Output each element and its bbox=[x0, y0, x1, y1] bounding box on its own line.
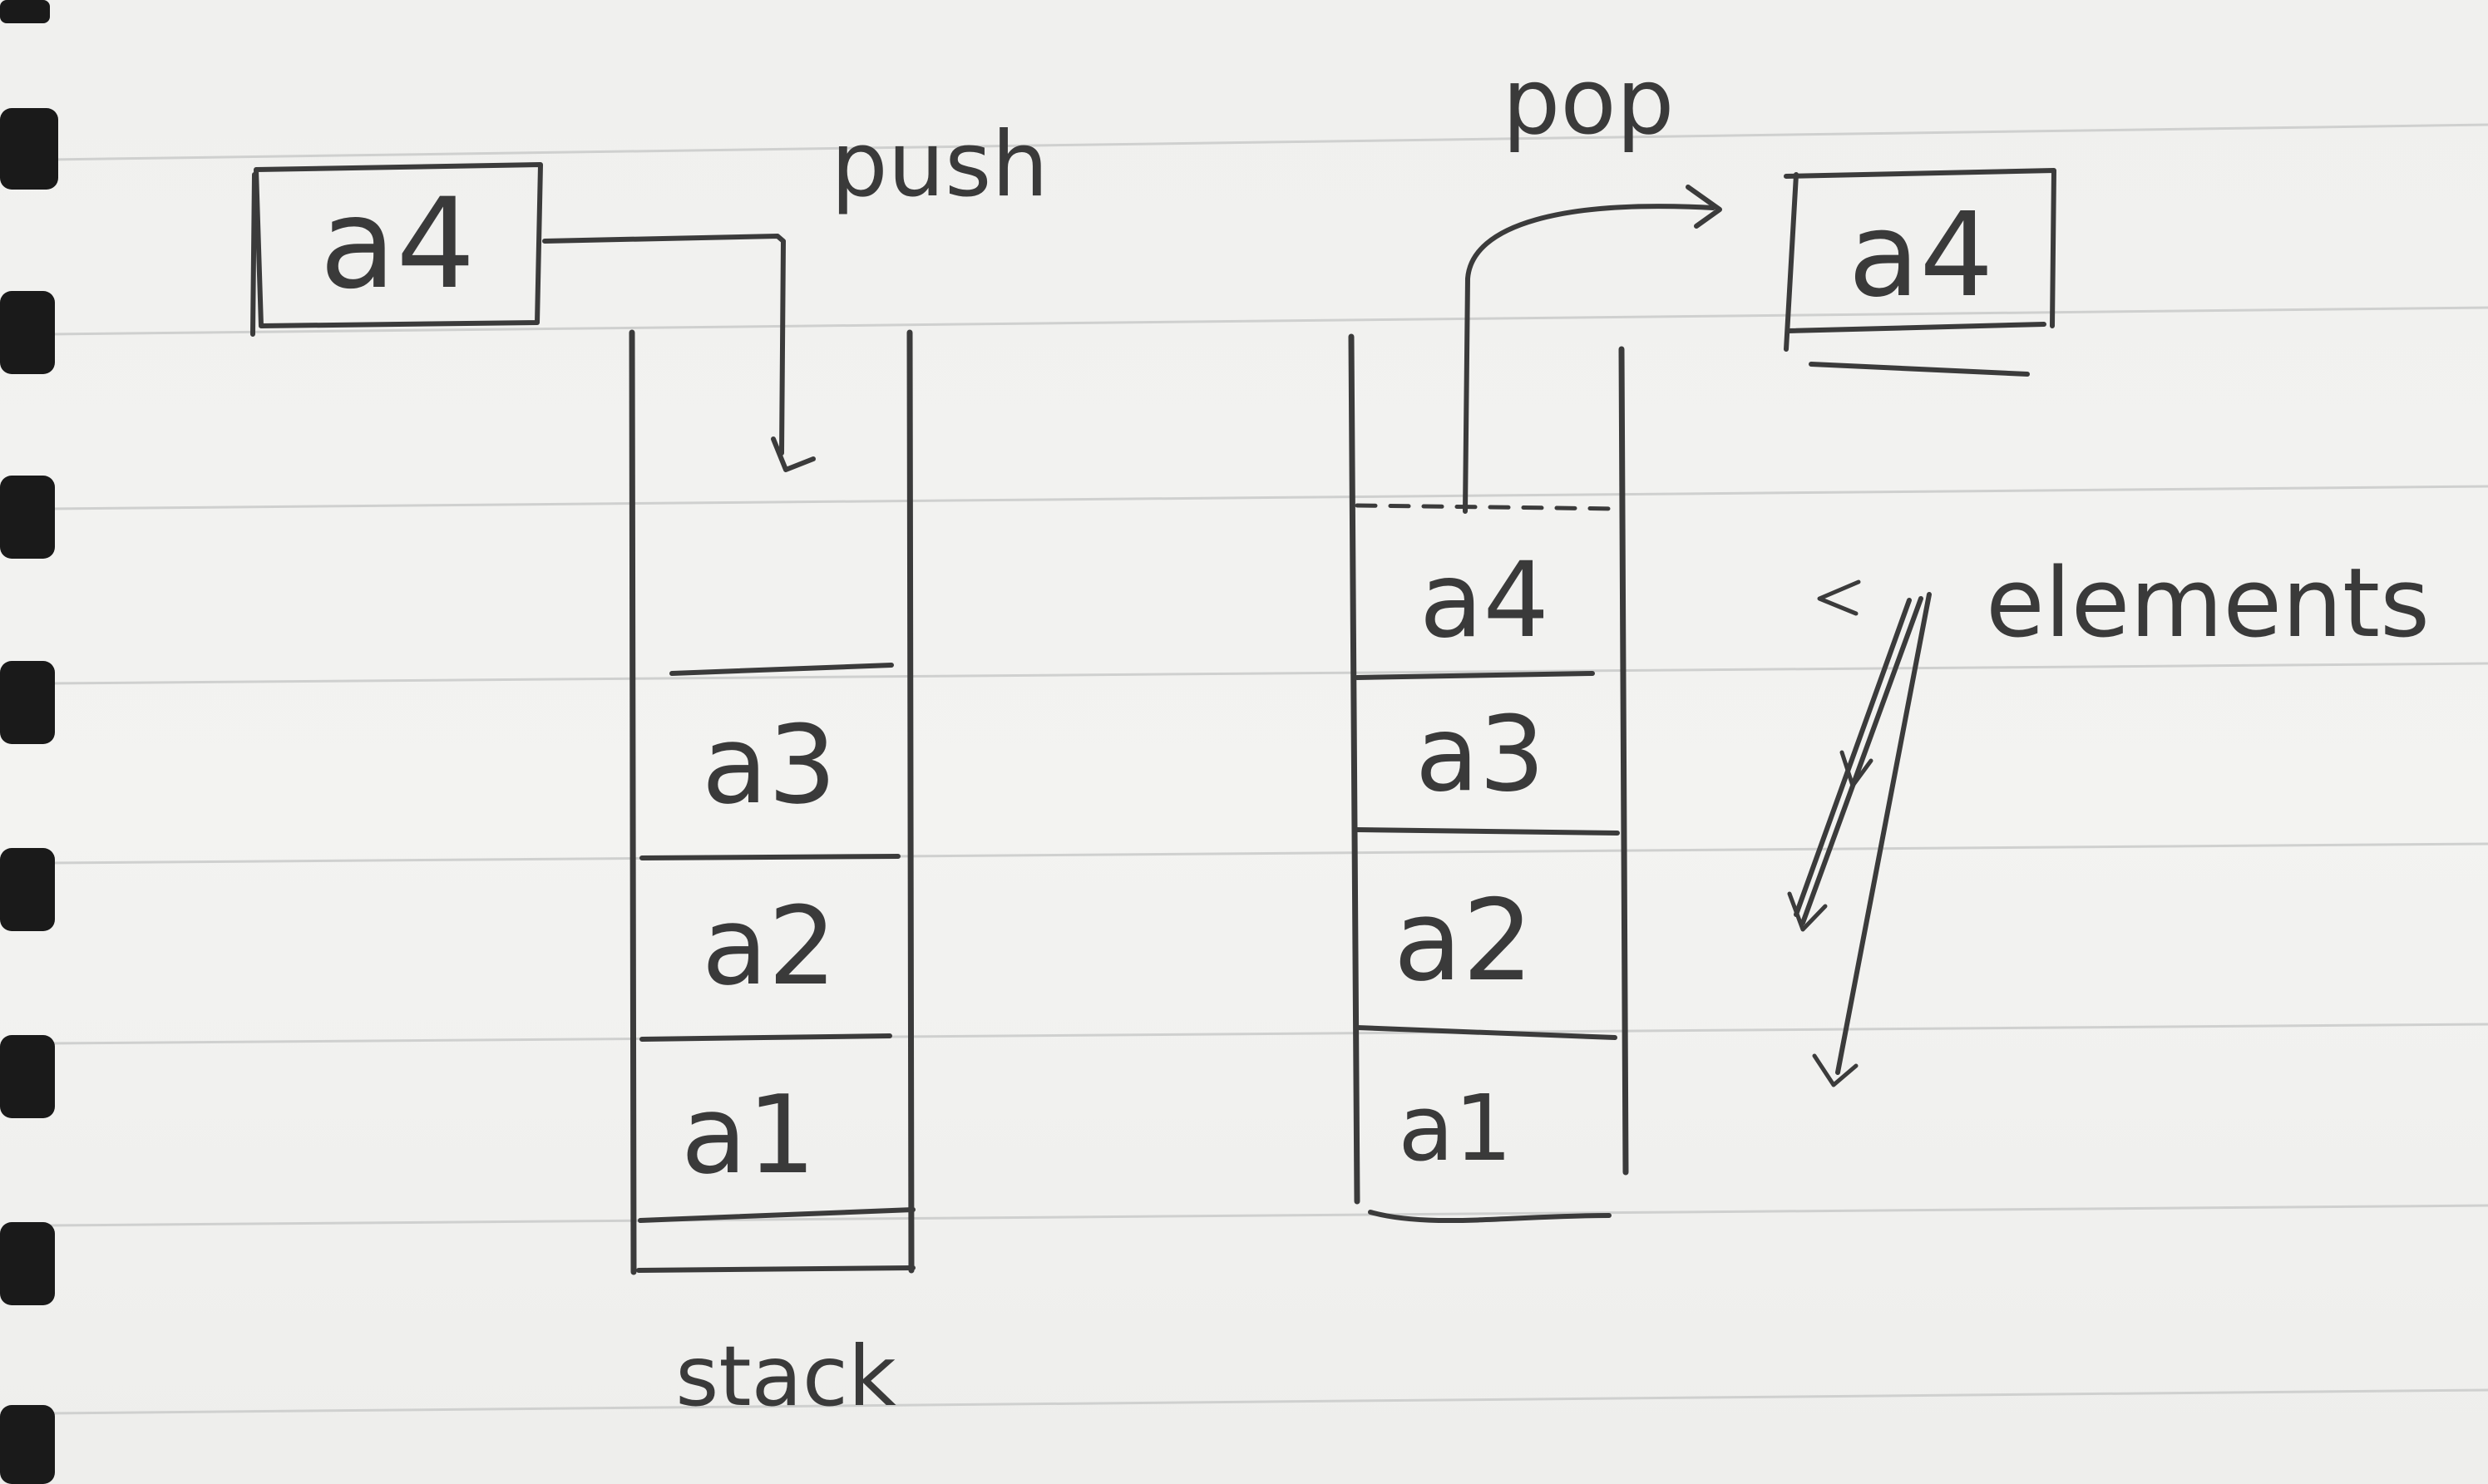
pop-cell-4: a1 bbox=[1398, 1075, 1512, 1181]
pop-cell-3: a2 bbox=[1394, 875, 1534, 1006]
pop-label: pop bbox=[1503, 48, 1675, 155]
push-cell-2: a2 bbox=[702, 883, 837, 1009]
push-stack-group: a4 push a3 a2 a1 stack bbox=[250, 113, 1049, 1425]
pop-cell-2: a3 bbox=[1415, 694, 1545, 815]
incoming-element-box: a4 bbox=[250, 162, 543, 337]
elements-annotation: elements bbox=[1986, 548, 2430, 659]
push-cell-1: a3 bbox=[702, 702, 837, 828]
ruled-lines bbox=[49, 123, 2488, 1415]
pop-stack-group: a4 a3 a2 a1 pop a4 elements bbox=[1348, 48, 2430, 1224]
outgoing-element-label: a4 bbox=[1849, 188, 1994, 323]
push-label: push bbox=[831, 113, 1049, 217]
spiral-binding bbox=[0, 0, 58, 1484]
pop-arrow bbox=[1463, 185, 1722, 514]
elements-arrows bbox=[1787, 579, 1932, 1087]
push-arrow bbox=[542, 234, 816, 472]
incoming-element-label: a4 bbox=[319, 172, 475, 317]
push-stack-container bbox=[629, 329, 916, 1275]
stack-caption: stack bbox=[675, 1328, 896, 1425]
pop-cell-1: a4 bbox=[1419, 540, 1549, 661]
push-cell-3: a1 bbox=[681, 1072, 816, 1198]
outgoing-element-box: a4 bbox=[1784, 168, 2056, 377]
pop-stack-container bbox=[1348, 333, 1629, 1224]
